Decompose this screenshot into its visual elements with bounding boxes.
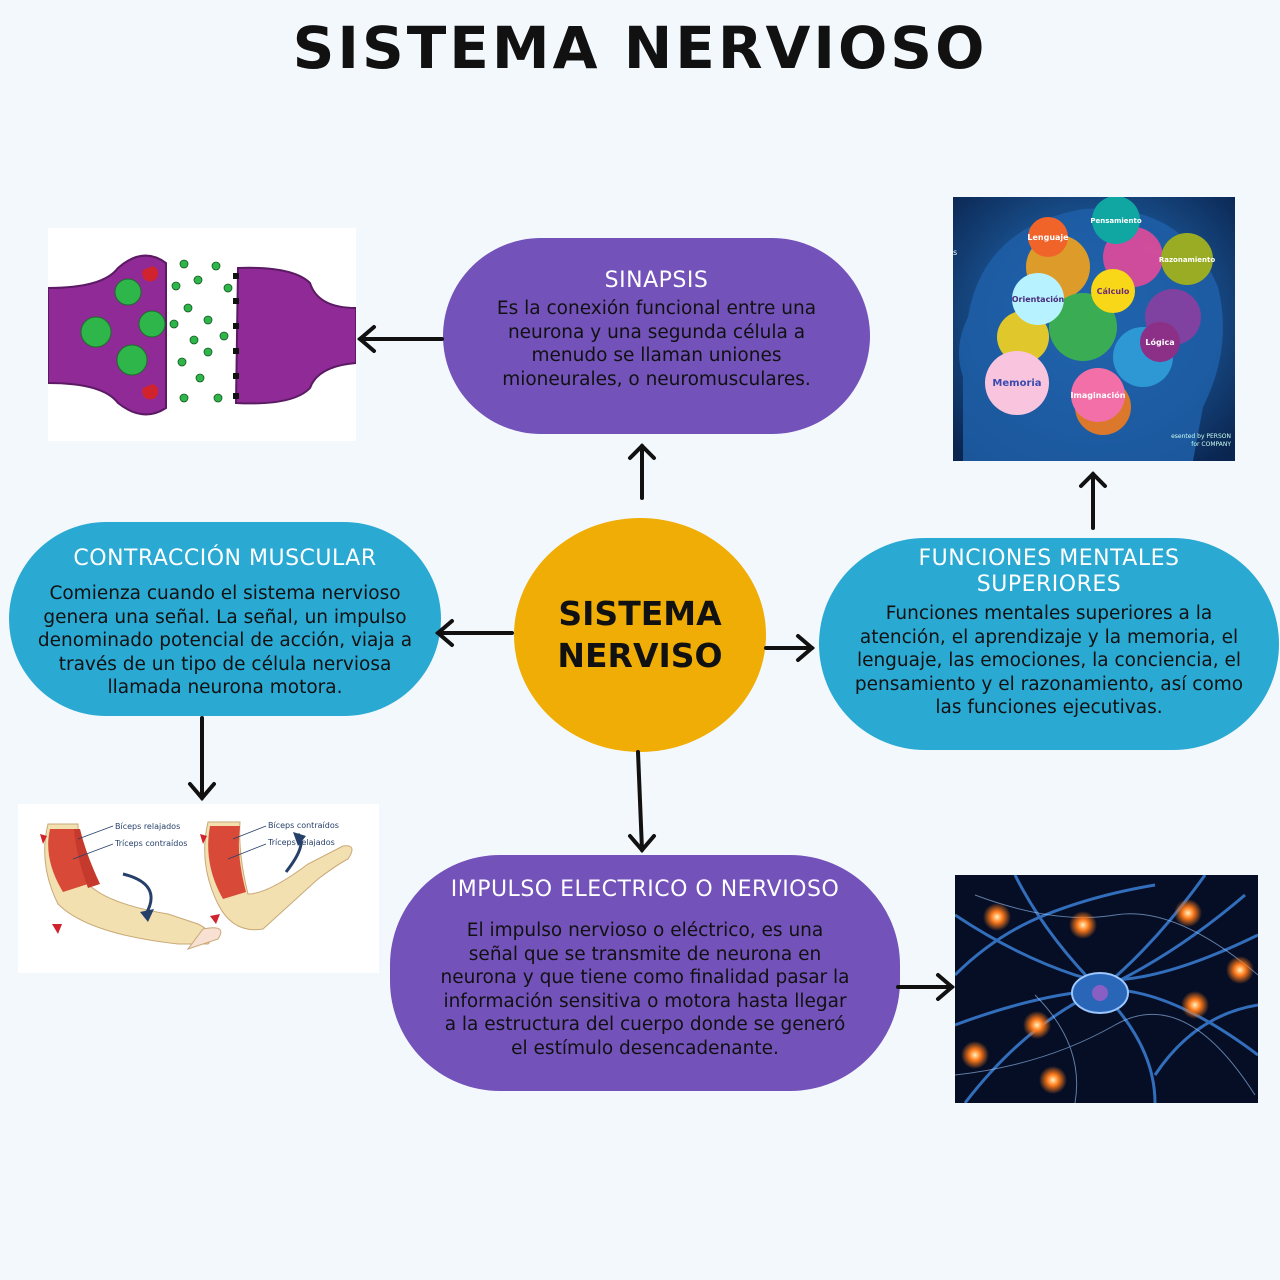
impulso-node: IMPULSO ELECTRICO O NERVIOSO El impulso …: [390, 855, 900, 1091]
funciones-text: Funciones mentales superiores a la atenc…: [854, 603, 1244, 718]
sinapsis-text: Es la conexión funcional entre una neuro…: [496, 298, 817, 390]
brain-label-logica: Lógica: [1145, 337, 1174, 347]
muscle-label-triceps-contraidos: Tríceps contraídos: [114, 839, 187, 848]
contraccion-text: Comienza cuando el sistema nervioso gene…: [37, 583, 413, 698]
page-title: SISTEMA NERVIOSO: [292, 14, 988, 82]
impulso-title: IMPULSO ELECTRICO O NERVIOSO: [450, 877, 840, 902]
synapse-image: [48, 228, 356, 441]
sinapsis-node: SINAPSIS Es la conexión funcional entre …: [443, 238, 870, 434]
brain-label-pensamiento: Pensamiento: [1090, 217, 1142, 225]
muscle-image: Bíceps relajados Tríceps contraídos Bíce…: [18, 804, 379, 973]
muscle-label-biceps-contraidos: Bíceps contraídos: [268, 821, 339, 830]
brain-label-orientacion: Orientación: [1012, 294, 1065, 304]
contraccion-title: CONTRACCIÓN MUSCULAR: [73, 546, 377, 571]
brain-label-lenguaje: Lenguaje: [1027, 233, 1069, 242]
brain-image: Lenguaje Pensamiento Razonamiento Orient…: [953, 197, 1235, 461]
brain-label-memoria: Memoria: [992, 378, 1041, 389]
brain-label-calculo: Cálculo: [1097, 287, 1130, 296]
arrow-to-impulso: [636, 750, 644, 852]
sinapsis-title: SINAPSIS: [604, 268, 709, 293]
contraccion-node: CONTRACCIÓN MUSCULAR Comienza cuando el …: [9, 522, 441, 716]
muscle-label-triceps-relajados: Tríceps relajados: [267, 838, 335, 847]
brain-edge-text: s: [953, 248, 957, 257]
muscle-label-biceps-relajados: Bíceps relajados: [115, 822, 180, 831]
brain-credit-2: for COMPANY: [1191, 441, 1231, 448]
brain-label-imaginacion: Imaginación: [1071, 390, 1126, 400]
brain-credit-1: esented by PERSON: [1171, 433, 1231, 440]
center-label: SISTEMA NERVISO: [557, 594, 723, 675]
impulso-text: El impulso nervioso o eléctrico, es una …: [440, 920, 850, 1059]
brain-label-razonamiento: Razonamiento: [1159, 256, 1215, 264]
center-node: SISTEMA NERVISO: [514, 518, 766, 752]
neuron-image: [955, 875, 1258, 1103]
funciones-title: FUNCIONES MENTALES SUPERIORES: [918, 546, 1180, 597]
funciones-node: FUNCIONES MENTALES SUPERIORES Funciones …: [819, 538, 1279, 750]
